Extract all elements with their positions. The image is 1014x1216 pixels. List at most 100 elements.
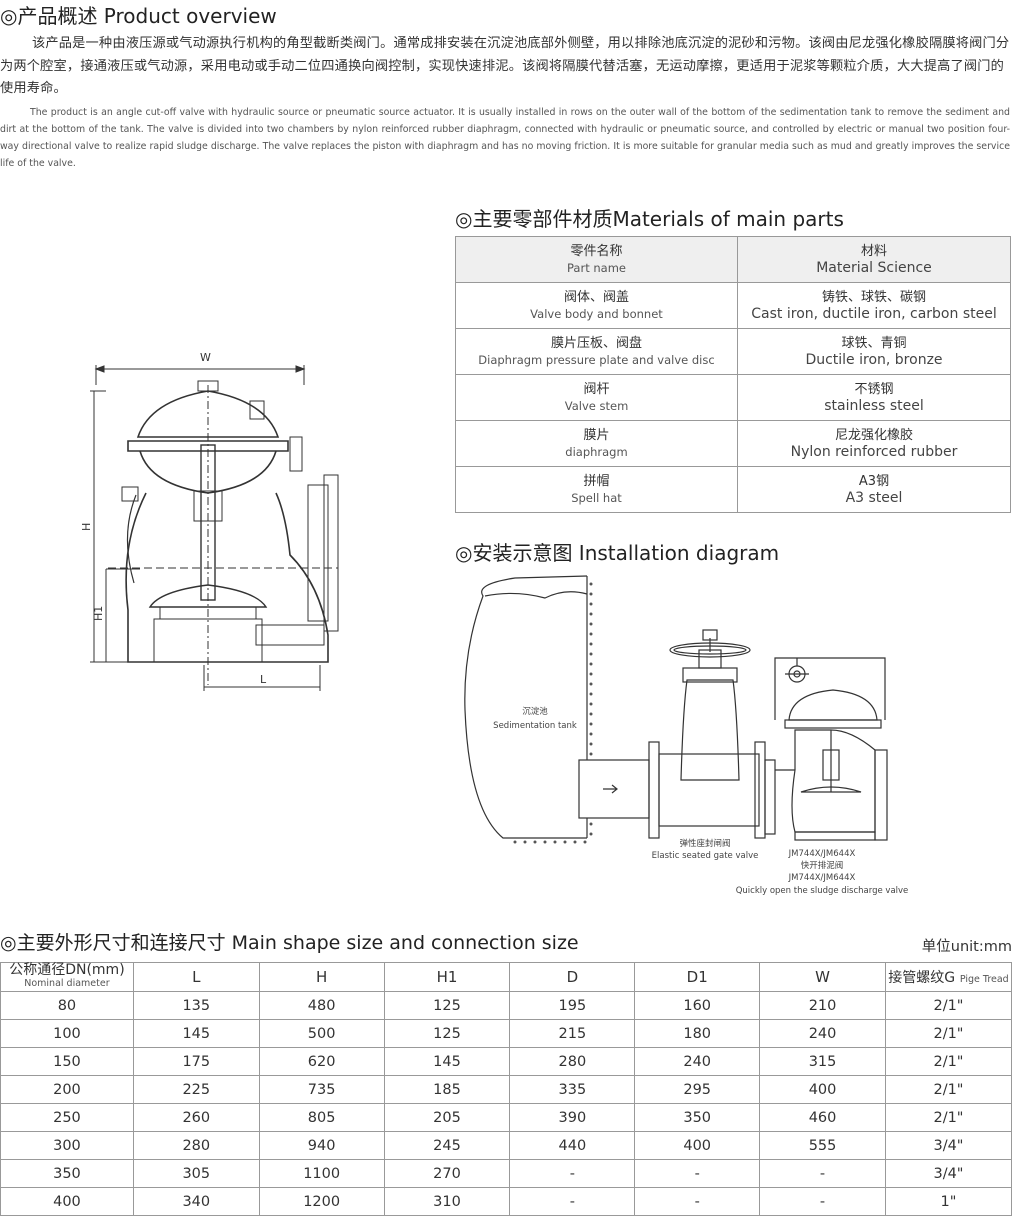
table-cell: 335: [509, 1075, 636, 1104]
table-cell: 805: [258, 1103, 385, 1132]
table-cell: 215: [509, 1019, 636, 1048]
table-cell: -: [634, 1159, 761, 1188]
table-cell: 225: [132, 1075, 260, 1104]
header-nominal-diameter: 公称通径DN(mm) Nominal diameter: [0, 962, 134, 992]
material-zh: 材料: [860, 243, 887, 259]
installation-diagram: 沉淀池 Sedimentation tank 弹性座封闸阀 Elastic se…: [464, 575, 908, 896]
material-zh: 球铁、青铜: [841, 335, 907, 351]
header-g-zh: 接管螺纹G: [888, 970, 956, 986]
table-cell: 100: [0, 1019, 134, 1048]
material-en: Material Science: [816, 259, 932, 276]
header-h: H: [258, 962, 385, 992]
table-cell: 150: [0, 1047, 134, 1076]
header-d: D: [509, 962, 636, 992]
table-cell: -: [759, 1187, 886, 1216]
table-cell: 270: [383, 1159, 511, 1188]
table-cell: 2/1": [884, 991, 1013, 1020]
table-cell: 940: [258, 1131, 385, 1160]
table-cell: 200: [0, 1075, 134, 1104]
table-cell: 315: [759, 1047, 886, 1076]
table-cell: 2/1": [884, 1019, 1013, 1048]
material-en: A3 steel: [845, 489, 903, 506]
material-zh: A3钢: [858, 473, 890, 489]
table-cell: 620: [258, 1047, 385, 1076]
table-cell: 500: [258, 1019, 385, 1048]
table-cell: 295: [634, 1075, 761, 1104]
material-zh: 不锈钢: [854, 381, 894, 397]
part-zh: 阀杆: [583, 381, 610, 397]
valve-dimension-drawing: W H H1 L: [80, 351, 339, 691]
table-cell: 125: [383, 991, 511, 1020]
table-cell: 735: [258, 1075, 385, 1104]
material-en: stainless steel: [824, 397, 924, 414]
part-zh: 膜片: [583, 427, 610, 443]
header-g-en: Pige Tread: [959, 974, 1009, 985]
table-cell: 3/4": [884, 1131, 1013, 1160]
overview-en-paragraph: The product is an angle cut-off valve wi…: [0, 107, 1010, 169]
part-zh: 阀体、阀盖: [563, 289, 629, 305]
model-label-1: JM744X/JM644X: [788, 849, 856, 859]
tank-label-zh: 沉淀池: [522, 706, 548, 717]
table-cell: 3/4": [884, 1159, 1013, 1188]
materials-header-row: 零件名称 Part name 材料 Material Science: [455, 236, 1011, 283]
header-h1: H1: [383, 962, 511, 992]
table-cell: 1200: [258, 1187, 385, 1216]
table-cell: 300: [0, 1131, 134, 1160]
table-cell: -: [509, 1159, 636, 1188]
table-cell: 2/1": [884, 1047, 1013, 1076]
table-cell: 350: [0, 1159, 134, 1188]
table-cell: 400: [634, 1131, 761, 1160]
table-cell: 310: [383, 1187, 511, 1216]
materials-table: 零件名称 Part name 材料 Material Science 阀体、阀盖…: [455, 236, 1011, 513]
table-cell: 440: [509, 1131, 636, 1160]
table-cell: 175: [132, 1047, 260, 1076]
materials-header-material: 材料 Material Science: [737, 236, 1011, 283]
table-cell: 125: [383, 1019, 511, 1048]
table-cell: 240: [634, 1047, 761, 1076]
table-cell: 240: [759, 1019, 886, 1048]
table-cell: 2/1": [884, 1075, 1013, 1104]
material-zh: 尼龙强化橡胶: [834, 427, 913, 443]
table-cell: 195: [509, 991, 636, 1020]
table-cell: 160: [634, 991, 761, 1020]
dim-l-label: L: [260, 673, 267, 686]
dim-h-label: H: [80, 523, 93, 531]
table-cell: 185: [383, 1075, 511, 1104]
table-cell: 400: [759, 1075, 886, 1104]
table-cell: 135: [132, 991, 260, 1020]
header-d1: D1: [634, 962, 761, 992]
table-cell: 145: [132, 1019, 260, 1048]
materials-title: ◎主要零部件材质Materials of main parts: [455, 207, 844, 231]
table-cell: 145: [383, 1047, 511, 1076]
part-name-zh: 零件名称: [570, 243, 623, 259]
header-pipe-thread: 接管螺纹G Pige Tread: [884, 962, 1013, 992]
part-en: Valve body and bonnet: [530, 306, 663, 321]
material-zh: 铸铁、球铁、碳钢: [821, 289, 926, 305]
part-en: Diaphragm pressure plate and valve disc: [478, 352, 715, 367]
dim-h1-label: H1: [92, 606, 105, 621]
table-cell: 260: [132, 1103, 260, 1132]
header-dn-zh: 公称通径DN(mm): [9, 962, 125, 978]
table-cell: 280: [132, 1131, 260, 1160]
part-en: diaphragm: [565, 444, 628, 459]
table-cell: -: [759, 1159, 886, 1188]
table-cell: 400: [0, 1187, 134, 1216]
table-cell: 390: [509, 1103, 636, 1132]
part-name-en: Part name: [567, 260, 626, 275]
part-zh: 膜片压板、阀盘: [550, 335, 642, 351]
